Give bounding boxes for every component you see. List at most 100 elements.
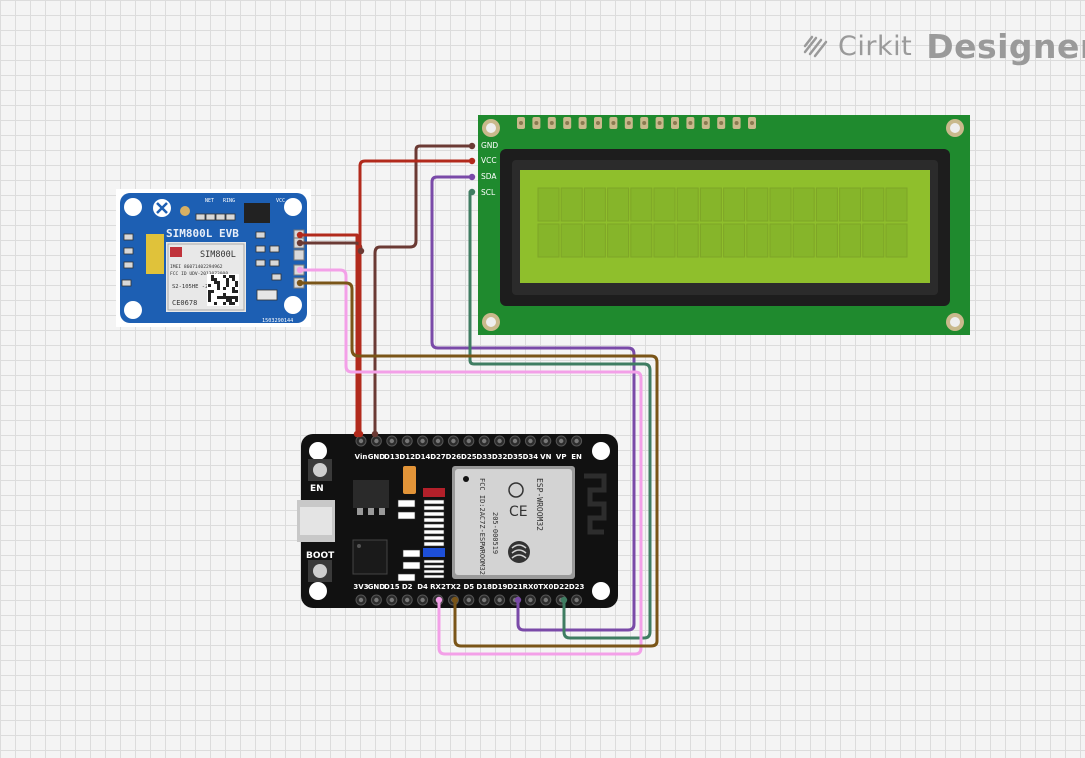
smd-resistor (423, 535, 445, 541)
wire-endpoint (296, 231, 304, 239)
wire-endpoint (560, 596, 568, 604)
smd-part (255, 245, 266, 253)
esp32-top-pin-label: Vin (355, 453, 368, 461)
smd-part (397, 499, 416, 508)
lcd-char-cell (792, 223, 815, 258)
micro-usb-port[interactable] (297, 500, 335, 542)
lcd-char-cell (560, 187, 583, 222)
wire-lcd-sda-to-esp-d21[interactable] (430, 175, 636, 632)
wifi-logo-icon (508, 482, 524, 498)
esp32-top-pin-label: D27 (430, 453, 446, 461)
lcd-char-cell (583, 187, 606, 222)
lcd-pin-scl-label: SCL (481, 188, 496, 197)
qr-code (207, 274, 239, 306)
sim800l-evb-module[interactable]: NET RING VCC SIM800L EVB SIM800L IMEI 86… (116, 189, 311, 327)
en-button[interactable] (308, 459, 332, 481)
smd-resistor (423, 564, 445, 569)
lcd-char-cell (560, 223, 583, 258)
lcd-char-cell (815, 223, 838, 258)
smd-resistor (423, 499, 445, 505)
smd-resistor (423, 569, 445, 574)
smd-resistor (423, 541, 445, 547)
smd-part (121, 279, 132, 287)
smd-resistor (423, 517, 445, 523)
smd-part (255, 231, 266, 239)
mounting-hole (592, 442, 610, 460)
smd-part (271, 273, 282, 281)
lcd-pin-sda-label: SDA (481, 172, 497, 181)
esp32-top-pin-label: D25 (461, 453, 477, 461)
wire-lcd-scl-to-esp-d22[interactable] (468, 190, 652, 640)
smd-resistor (423, 574, 445, 579)
wire-lcd-gnd-to-esp-gnd[interactable] (373, 144, 472, 434)
voltage-regulator-chip (244, 203, 270, 223)
lcd-char-cell (723, 223, 746, 258)
lcd-char-cell (839, 223, 862, 258)
lcd-char-cell (815, 187, 838, 222)
esp32-top-pin-label: D34 (523, 453, 539, 461)
en-button-label: EN (310, 484, 324, 494)
module-code: 205-000519 (491, 512, 499, 554)
sim-smd-components (121, 213, 282, 301)
sim-header-pins (293, 229, 305, 289)
en-button-cap (313, 463, 327, 477)
esp32-top-pin-label: EN (571, 453, 582, 461)
esp32-top-pin-label: VP (556, 453, 567, 461)
ldo-regulator (353, 480, 389, 508)
smd-part (123, 247, 134, 255)
module-fcc-id: FCC ID:2AC7Z-ESPWROOM32 (478, 478, 486, 575)
esp32-top-pin-label: D12 (399, 453, 415, 461)
wire-lcd-vcc-to-esp-vin[interactable] (358, 159, 472, 434)
esp32-bottom-pin-label: GND (368, 583, 386, 591)
lcd-char-cell (769, 187, 792, 222)
smd-part (205, 213, 216, 221)
lcd-char-cell (583, 223, 606, 258)
smd-part (256, 289, 278, 301)
smd-resistor (423, 511, 445, 517)
esp32-top-pin-label: D14 (415, 453, 431, 461)
esp32-bottom-pin-label: D21 (507, 583, 523, 591)
esp32-bottom-pin-label: D19 (492, 583, 508, 591)
esp-wroom32-module: FCC ID:2AC7Z-ESPWROOM32 ESP-WROOM32 205-… (452, 466, 575, 579)
wire-sim-rxd-to-esp-tx2[interactable] (300, 281, 659, 648)
smd-part (402, 549, 421, 558)
lcd-char-cell (653, 223, 676, 258)
wire-endpoint (435, 596, 443, 604)
smd-part (123, 233, 134, 241)
antenna-pad (180, 206, 190, 216)
pin1-marker (463, 476, 469, 482)
lcd-char-cell (630, 187, 653, 222)
esp32-bottom-pin-label: TX2 (446, 583, 461, 591)
boot-button[interactable] (308, 560, 332, 582)
esp32-bottom-pin-label: RX2 (430, 583, 446, 591)
lcd-char-cell (792, 187, 815, 222)
sim-vcc-marking: VCC (276, 198, 285, 204)
wire-sim-txd-to-esp-rx2[interactable] (300, 268, 643, 656)
wire-endpoint (296, 239, 304, 247)
smd-resistor (423, 505, 445, 511)
esp32-top-pin-label: D32 (492, 453, 508, 461)
esp32-top-pin-label: D26 (446, 453, 462, 461)
smd-part (215, 213, 226, 221)
wire-endpoint (468, 157, 476, 165)
boot-button-cap (313, 564, 327, 578)
mounting-hole (124, 301, 142, 319)
wire-sim-vcc-to-esp-vin[interactable] (300, 233, 359, 434)
lcd-char-cell (746, 223, 769, 258)
wire-endpoint (357, 247, 365, 255)
sim800l-chip-imei: IMEI 86071402294962 (170, 264, 223, 270)
esp32-bottom-pin-label: RX0 (523, 583, 539, 591)
esp32-top-pin-label: D33 (476, 453, 492, 461)
lcd-16x2-module[interactable]: GND VCC SDA SCL (469, 115, 970, 335)
tantalum-capacitor (403, 466, 416, 494)
smd-resistor (423, 559, 445, 564)
module-name: ESP-WROOM32 (535, 478, 544, 531)
ce-mark-icon: CE (509, 504, 528, 520)
esp32-bottom-pin-label: D23 (569, 583, 585, 591)
wire-endpoint (468, 173, 476, 181)
lcd-header-pins (469, 117, 756, 195)
